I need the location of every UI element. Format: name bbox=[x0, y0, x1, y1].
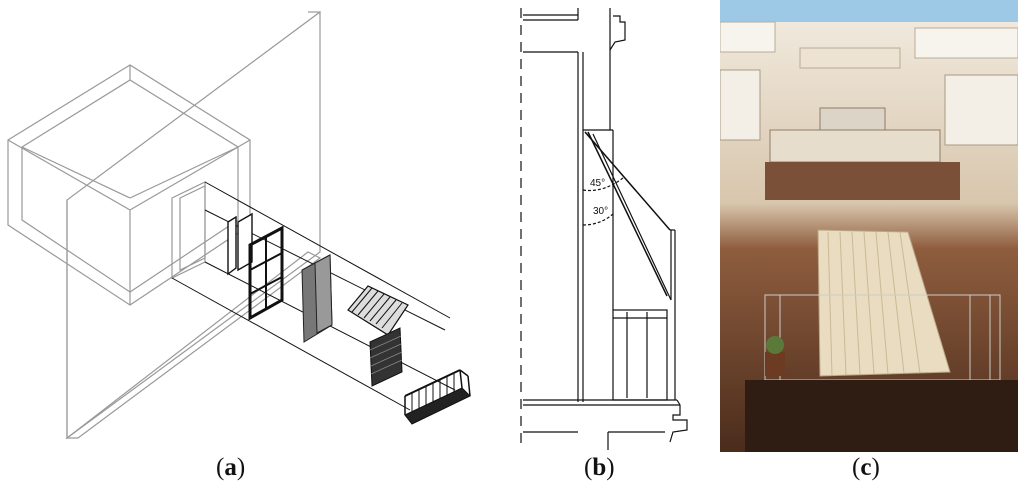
caption-b: (b) bbox=[584, 454, 615, 481]
balcony-door bbox=[612, 309, 668, 401]
section-svg: 45° 30° bbox=[520, 8, 688, 450]
axonometric-svg bbox=[7, 10, 471, 440]
middle-balcony bbox=[765, 129, 960, 200]
guide-line-top bbox=[204, 181, 451, 319]
glazing-pane bbox=[227, 215, 237, 276]
guide-line-low bbox=[171, 277, 411, 411]
angle-label-30: 30° bbox=[593, 206, 608, 217]
hatched-blind bbox=[369, 327, 403, 387]
facade-photo-svg bbox=[720, 0, 1018, 452]
sky bbox=[720, 0, 1018, 22]
opening-frame bbox=[171, 181, 206, 279]
angle-label-45: 45° bbox=[590, 178, 605, 189]
axonometric-exploded-diagram bbox=[0, 0, 490, 450]
angle-arc-30 bbox=[582, 213, 614, 226]
angle-arc-45 bbox=[582, 177, 624, 192]
slatted-awning bbox=[347, 285, 409, 336]
section-diagram: 45° 30° bbox=[505, 0, 695, 450]
caption-c: (c) bbox=[852, 454, 880, 481]
solid-shutter bbox=[301, 254, 333, 343]
awning-30-line bbox=[587, 131, 668, 297]
balcony-railing bbox=[404, 369, 471, 425]
plant-pot bbox=[765, 336, 785, 376]
balcony-slab bbox=[745, 380, 1018, 452]
caption-a: (a) bbox=[216, 454, 246, 481]
wall-plane-edge bbox=[65, 251, 322, 439]
room-box-outer bbox=[7, 64, 251, 306]
facade-photo bbox=[720, 0, 1018, 452]
blind-awning bbox=[817, 229, 951, 377]
french-window bbox=[248, 225, 284, 321]
